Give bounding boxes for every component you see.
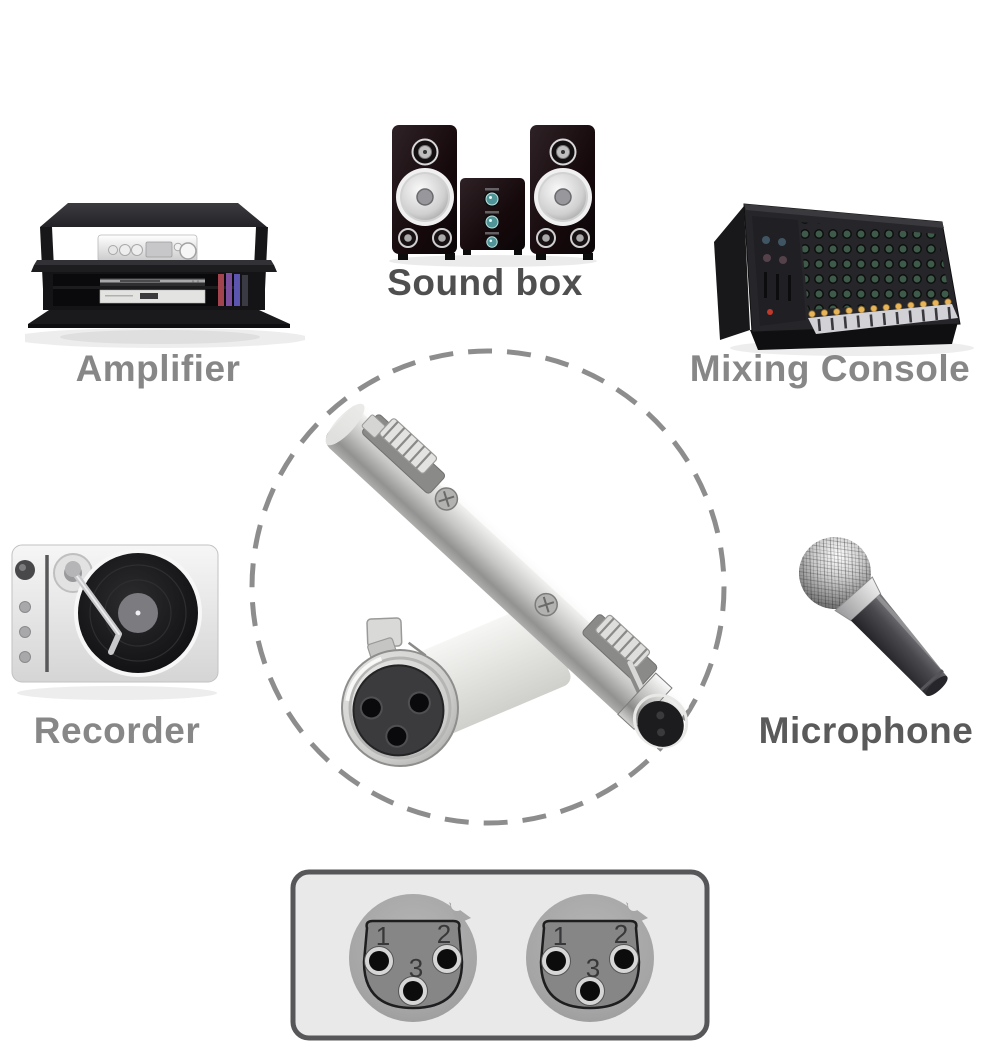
screw [434,487,459,511]
speaker-system-icon [389,125,597,267]
amplifier-shelf-icon [25,203,305,348]
mixing-console-icon [714,203,974,356]
amp-top-shelf [40,203,267,227]
xlr-connector-diagram-right: 1 2 3 [526,894,654,1022]
vinyl-record [74,549,202,677]
pin-2-label: 2 [614,919,628,949]
screw [534,592,558,617]
pin-1-label: 1 [376,921,390,951]
mixer-label: Mixing Console [689,348,971,389]
microphone-label: Microphone [758,710,974,751]
dashed-circle [249,348,727,826]
mixer-fader-strip [808,304,958,334]
mic-body [799,537,949,697]
pin-1-label: 1 [553,921,567,951]
xlr-pinout-plate: 1 2 3 1 2 3 [290,869,710,1041]
right-speaker [530,125,595,260]
xlr-adapter-photo [249,348,727,826]
center-control-unit [460,178,525,255]
microphone-icon [799,537,949,697]
xlr-connector-diagram-left: 1 2 3 [349,894,477,1022]
recorder-label: Recorder [33,710,201,751]
amp-receiver [97,234,198,263]
amplifier-label: Amplifier [75,348,241,389]
front-adapter-face [341,617,459,767]
soundbox-label: Sound box [387,262,583,303]
pin-3-label: 3 [409,953,423,983]
amp-books [218,273,248,306]
left-speaker [392,125,457,260]
turntable-icon [11,544,219,700]
long-adapter [325,401,689,749]
mixer-knob-field [800,222,950,310]
power-knob [15,560,35,580]
pin-3-label: 3 [586,953,600,983]
pin-2-label: 2 [437,919,451,949]
